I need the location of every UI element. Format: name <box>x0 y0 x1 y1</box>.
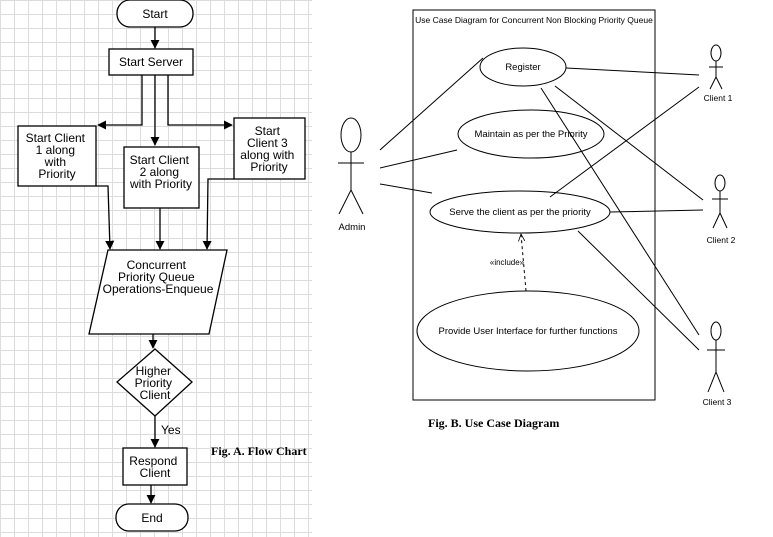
usecase-maintain <box>457 109 605 159</box>
actor-client2-icon <box>712 174 728 229</box>
end-label: End <box>141 511 162 525</box>
actor-client2-label: Client 2 <box>707 235 736 245</box>
client3-label: Start Client 3 along with Priority <box>240 124 297 174</box>
decision-label: Higher Priority Client <box>135 364 176 402</box>
start-server-box <box>108 48 194 76</box>
include-label: «include» <box>490 258 525 267</box>
client3-box <box>233 117 306 180</box>
actor-admin-icon <box>338 117 364 215</box>
flowchart-caption: Fig. A. Flow Chart <box>211 444 307 458</box>
usecase-provide-label: Provide User Interface for further funct… <box>439 326 618 337</box>
actor-client1-icon <box>709 44 723 90</box>
actor-client3-icon <box>707 321 725 393</box>
start-label: Start <box>142 7 168 21</box>
usecase-diagram: Use Case Diagram for Concurrent Non Bloc… <box>338 9 736 407</box>
end-terminal <box>115 503 189 532</box>
client1-label: Start Client 1 along with Priority <box>26 131 89 181</box>
actor-admin-label: Admin <box>339 222 366 233</box>
client1-box <box>17 125 97 187</box>
client2-box <box>123 146 200 209</box>
usecase-register <box>479 47 567 87</box>
associations <box>379 57 704 351</box>
usecase-maintain-label: Maintain as per the Priority <box>475 129 588 140</box>
start-server-label: Start Server <box>119 55 183 69</box>
respond-box <box>122 447 188 486</box>
respond-label: Respond Client <box>129 454 180 480</box>
usecase-serve-label: Serve the client as per the priority <box>449 207 591 218</box>
priority-queue-io <box>88 249 228 335</box>
usecase-register-label: Register <box>505 62 540 73</box>
flowchart: Start Start Server Start Client 1 along … <box>17 0 306 532</box>
usecase-provide <box>416 290 640 372</box>
actor-client1-label: Client 1 <box>704 93 733 103</box>
usecase-caption: Fig. B. Use Case Diagram <box>428 416 559 430</box>
actor-client3-label: Client 3 <box>703 397 732 407</box>
client2-label: Start Client 2 along with Priority <box>129 153 192 191</box>
priority-queue-label: Concurrent Priority Queue Operations-Enq… <box>103 258 214 296</box>
yes-label: Yes <box>161 423 181 437</box>
usecase-title: Use Case Diagram for Concurrent Non Bloc… <box>415 15 653 25</box>
